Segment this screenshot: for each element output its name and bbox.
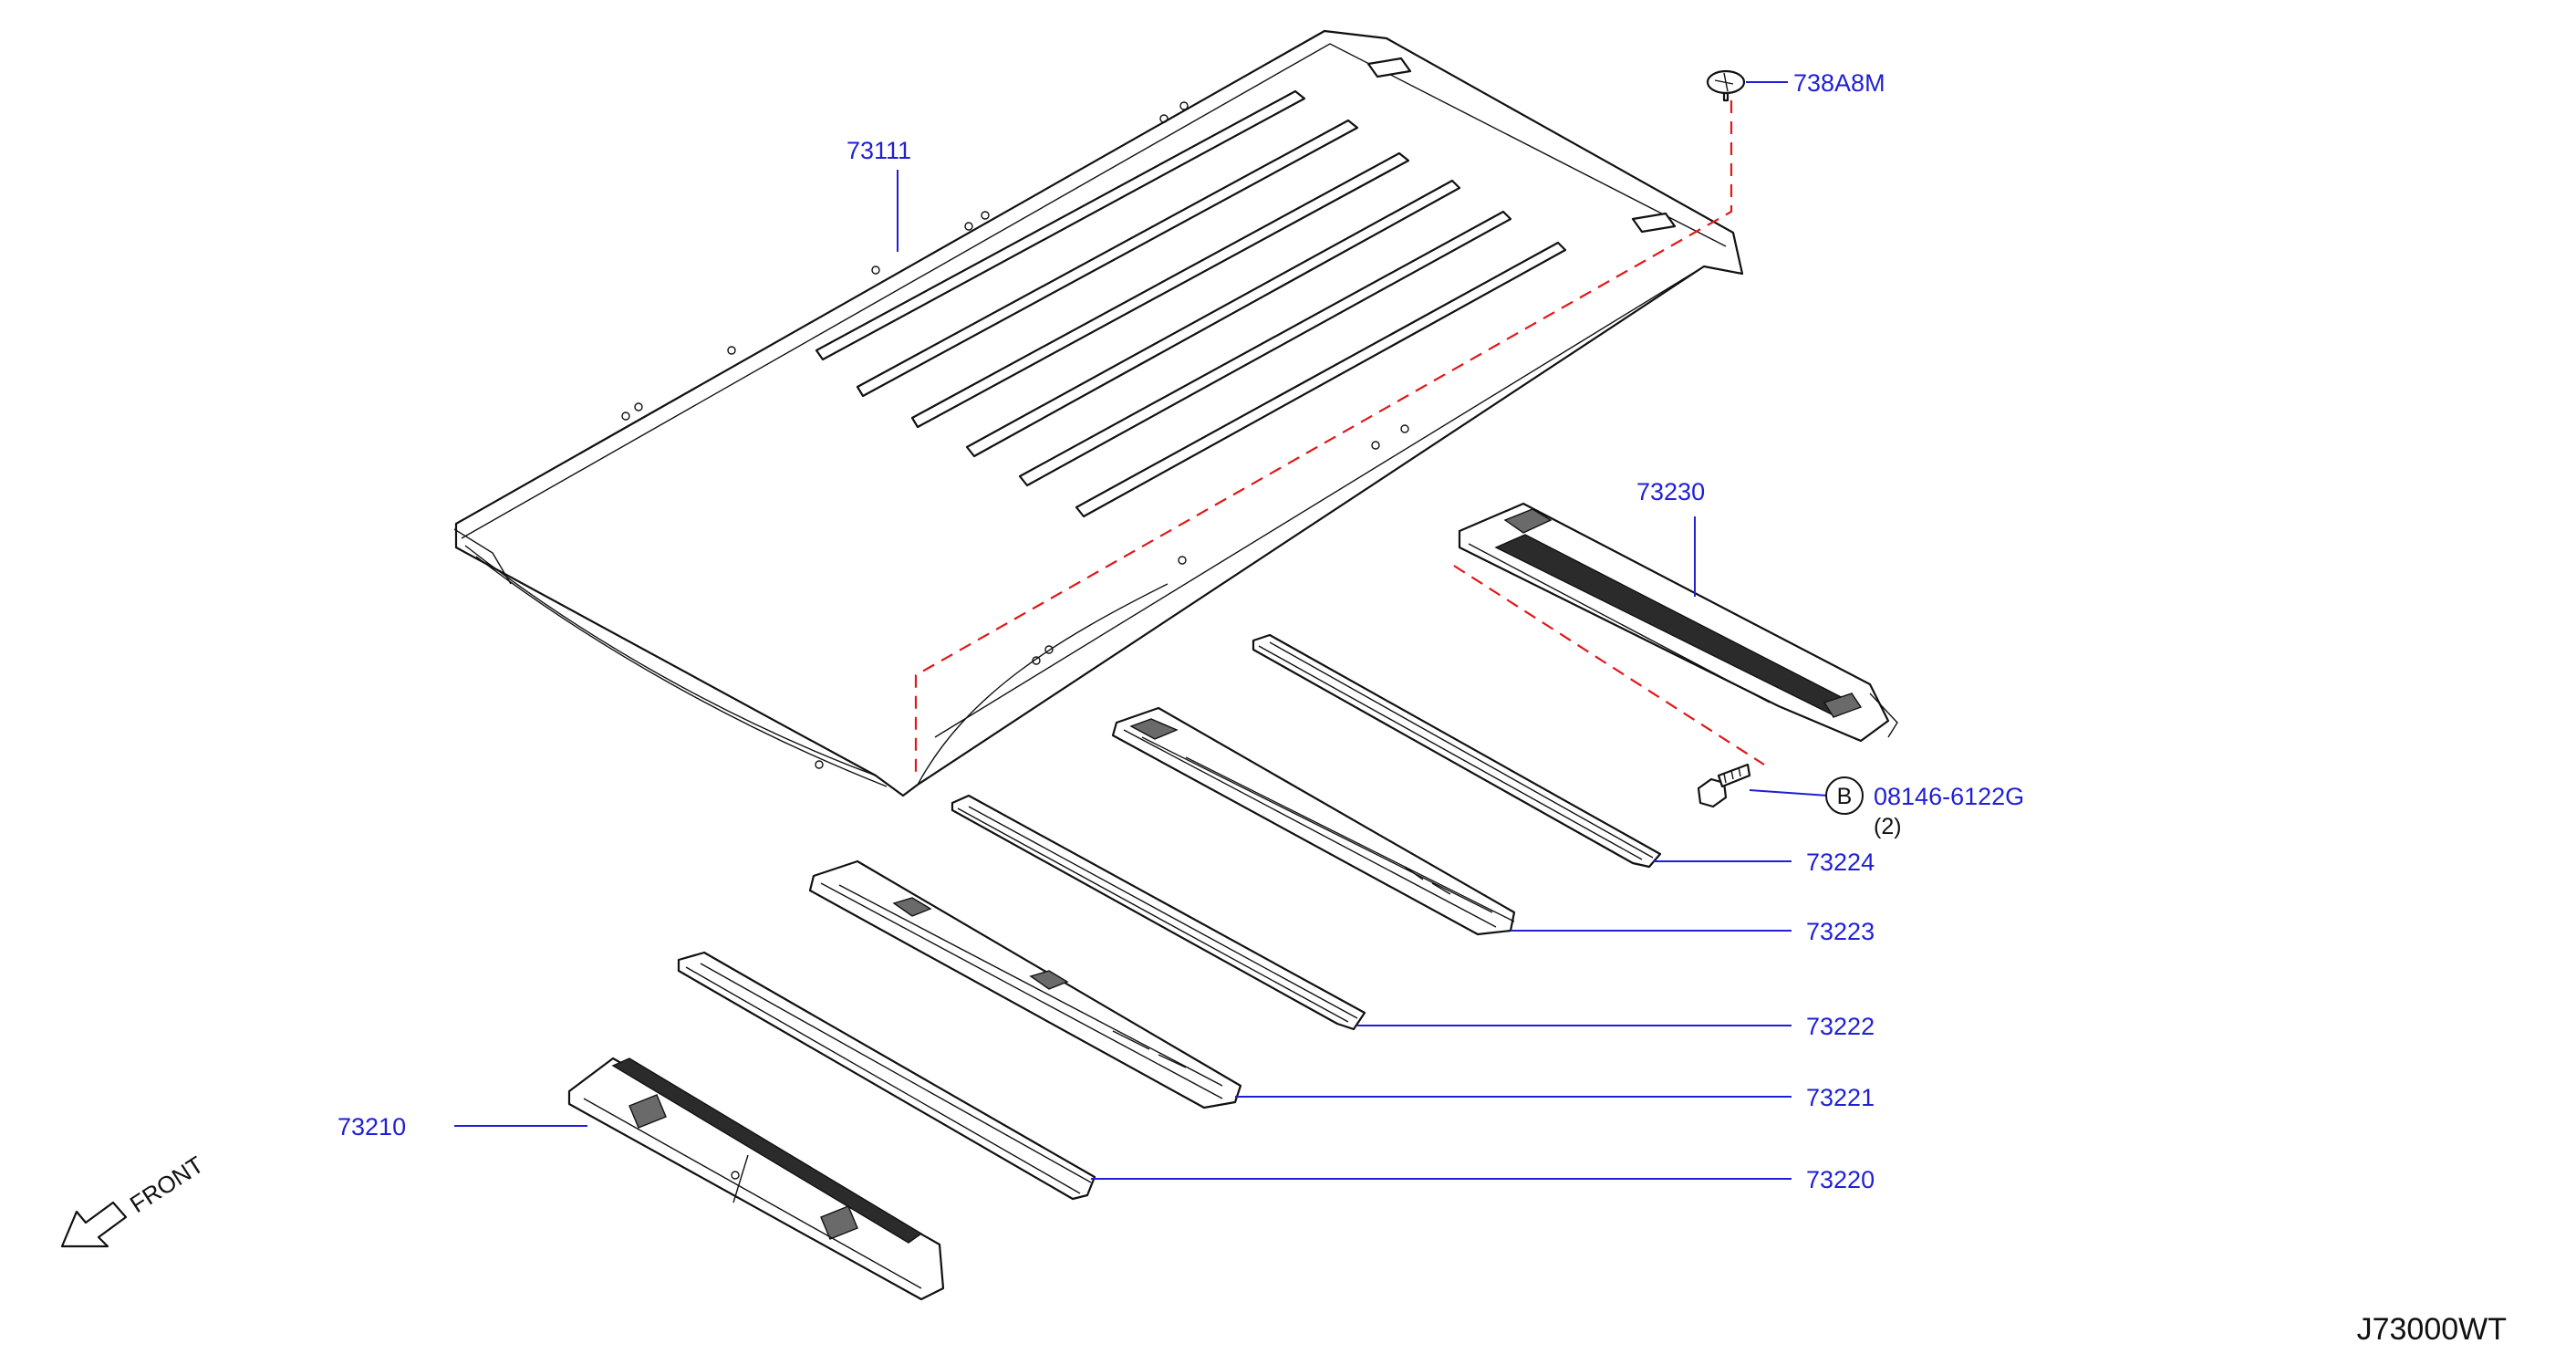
front-label: FRONT <box>125 1151 209 1218</box>
label-roof-panel: 73111 <box>847 137 911 164</box>
label-bow-73223: 73223 <box>1806 918 1875 945</box>
roof-bow-73222-drawing <box>950 794 1366 1031</box>
label-bow-73224: 73224 <box>1806 849 1875 876</box>
roof-bow-73221-drawing <box>808 859 1242 1109</box>
roof-bow-73224-drawing <box>1252 633 1662 869</box>
label-bow-73222: 73222 <box>1806 1013 1875 1040</box>
label-bow-73220: 73220 <box>1806 1166 1875 1193</box>
front-arrow-icon <box>60 1201 128 1248</box>
roof-bow-73220-drawing <box>677 951 1096 1201</box>
bolt-callout: B <box>1825 776 1864 815</box>
front-direction-indicator: FRONT <box>60 1151 209 1248</box>
label-front-rail: 73210 <box>338 1113 406 1140</box>
label-roof-clip: 738A8M <box>1793 69 1885 97</box>
label-rear-rail: 73230 <box>1636 478 1705 505</box>
roof-clip-drawing <box>1706 69 1746 102</box>
label-bolt-part: 08146-6122G <box>1874 783 2024 810</box>
rear-rail-drawing <box>1458 502 1898 743</box>
roof-panel-drawing <box>453 29 1744 797</box>
front-rail-drawing <box>567 1057 945 1301</box>
label-bolt-qty: (2) <box>1874 814 1902 839</box>
phantom-lines <box>914 100 1765 772</box>
part-labels: 73111 738A8M 73230 B 08146-6122G (2) 732… <box>338 69 2024 1193</box>
bolt-marker-letter: B <box>1837 784 1853 809</box>
bolt-drawing <box>1697 763 1751 808</box>
leader-lines <box>454 81 1829 1180</box>
diagram-code: J73000WT <box>2357 1312 2507 1347</box>
label-bow-73221: 73221 <box>1806 1084 1875 1111</box>
